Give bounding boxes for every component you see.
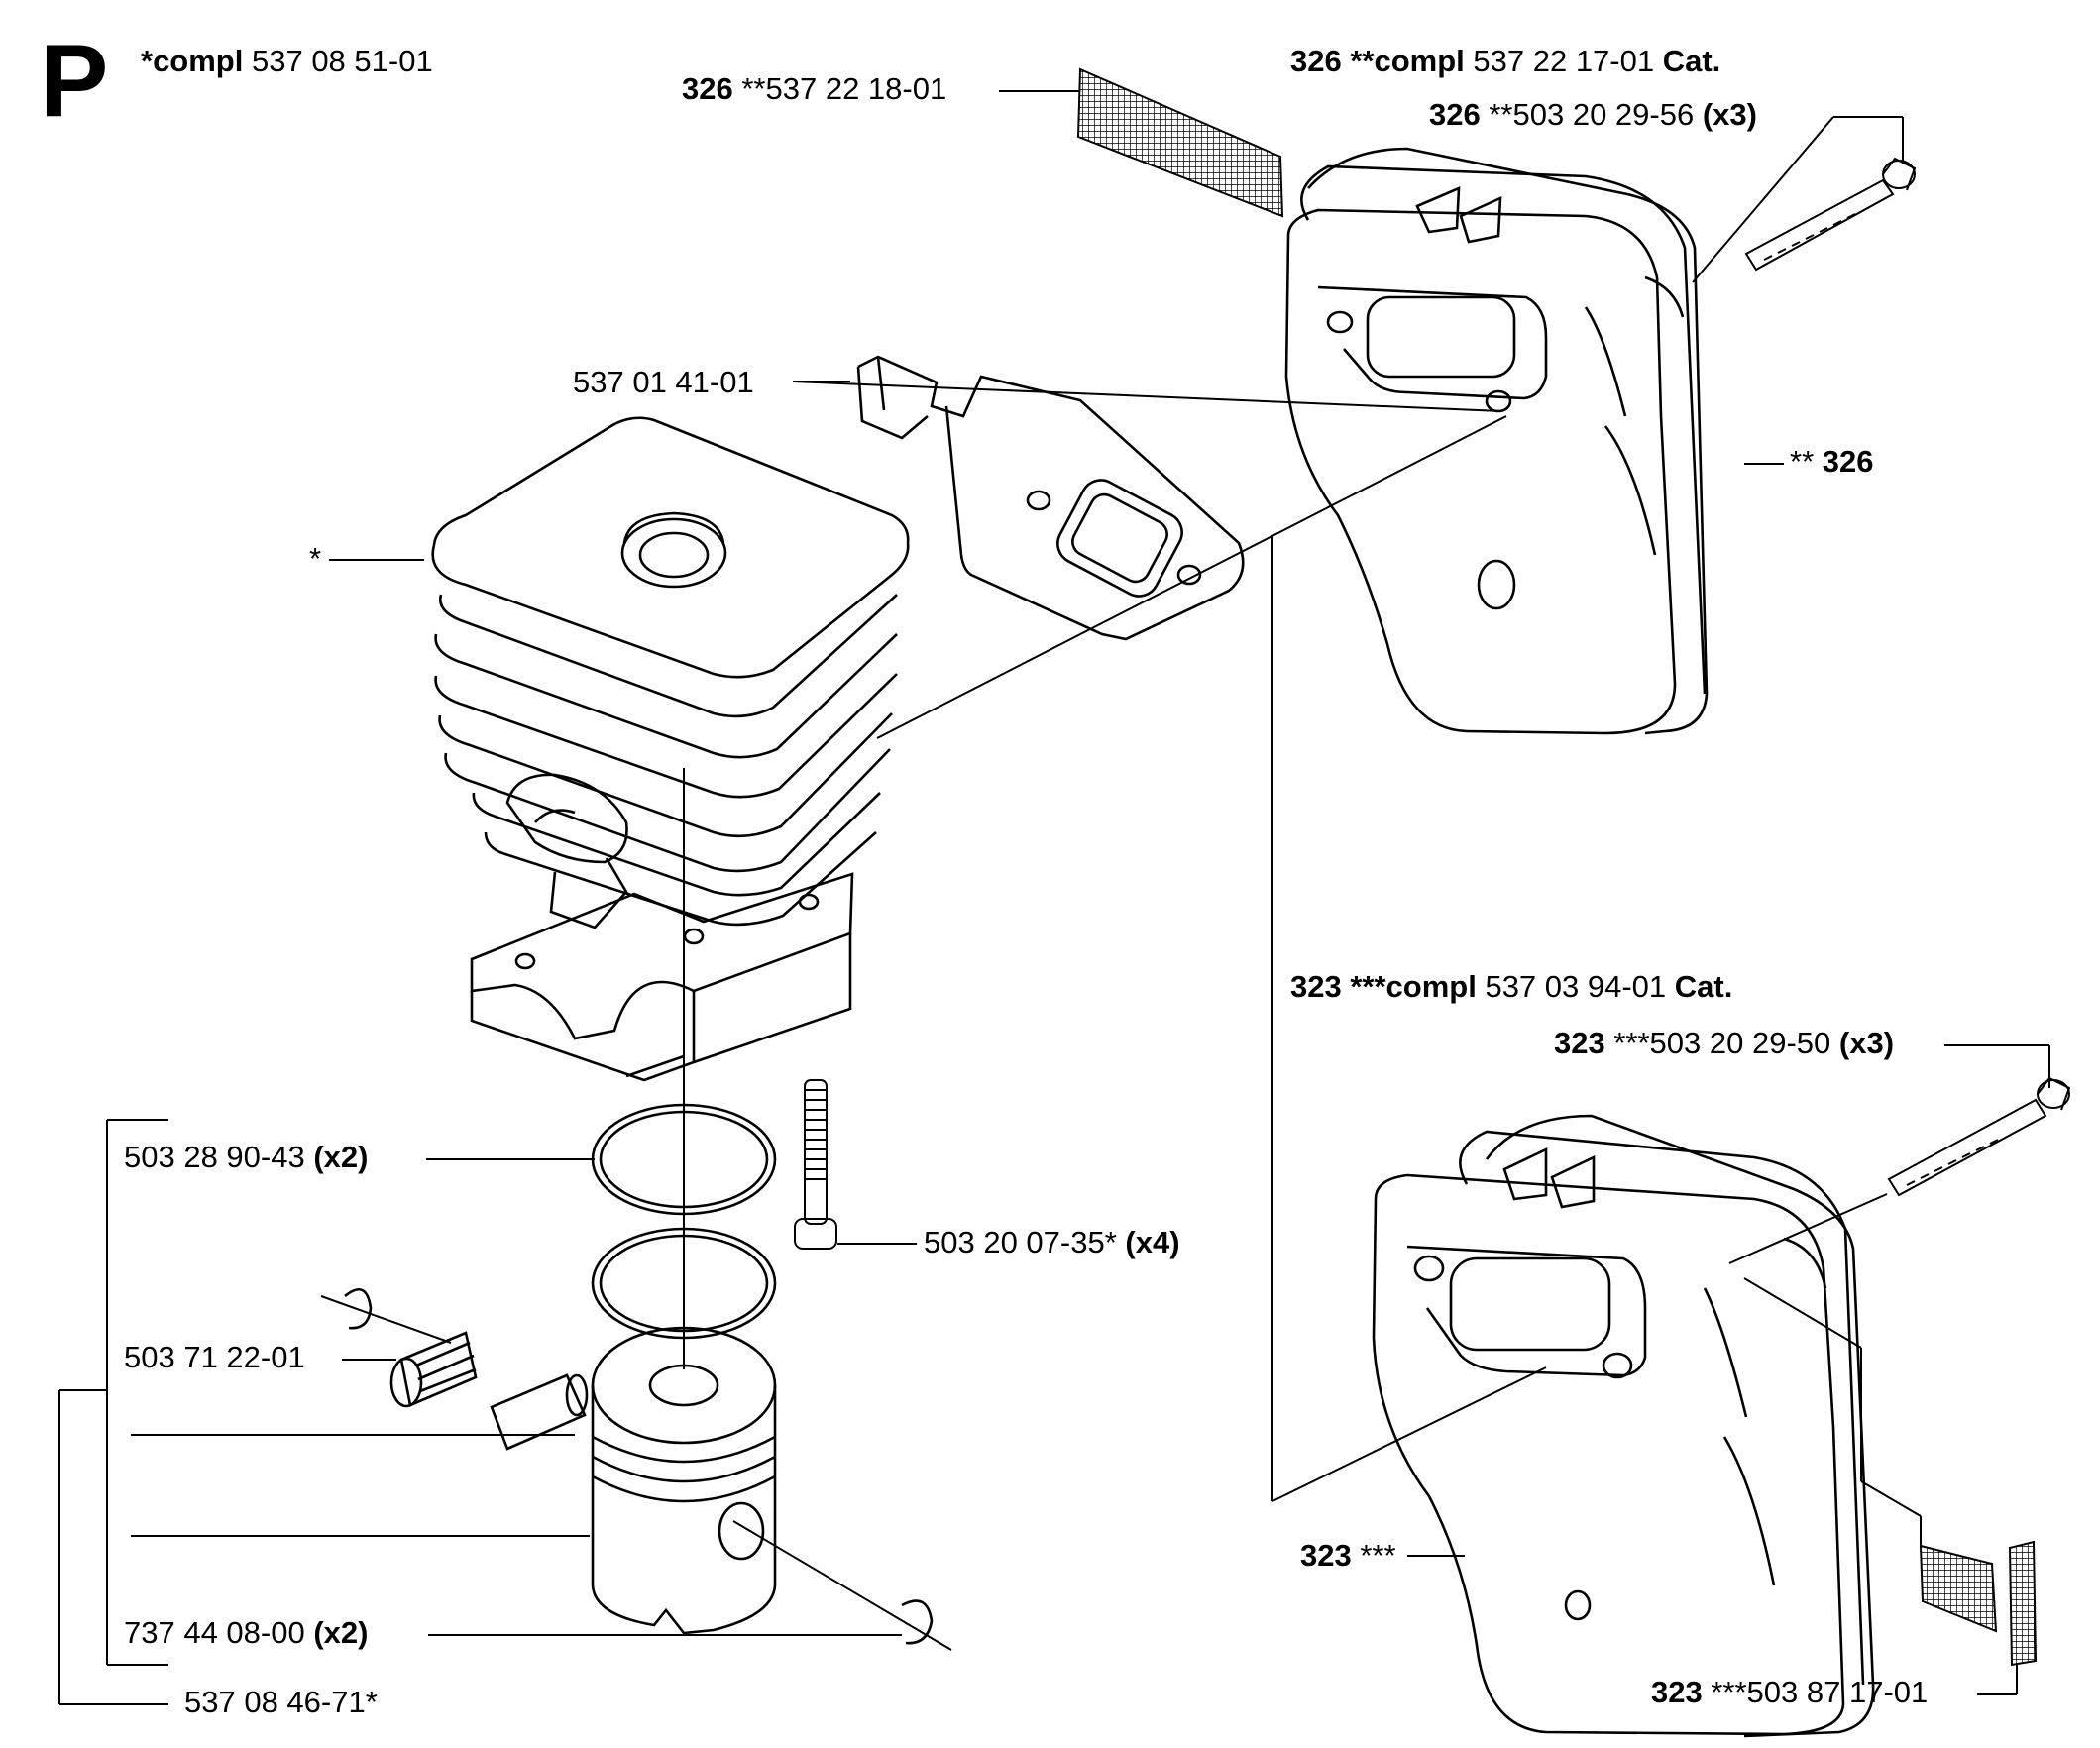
label-bolt-326: 326 **503 20 29-56 (x3) xyxy=(1429,97,1757,132)
section-letter: P xyxy=(40,24,109,139)
label-bolt-323: 323 ***503 20 29-50 (x3) xyxy=(1554,1026,1895,1060)
screen-323 xyxy=(1919,1540,2038,1667)
muffler-326 xyxy=(1284,147,1709,735)
label-screen-326: 326 **537 22 18-01 xyxy=(682,71,947,106)
cylinder xyxy=(431,416,910,1082)
piston-rings xyxy=(591,1103,777,1340)
label-screen-323: 323 ***503 87 17-01 xyxy=(1651,1675,1929,1709)
label-circlip: 737 44 08-00 (x2) xyxy=(124,1615,369,1650)
screen-326 xyxy=(1076,67,1284,218)
label-cylinder-screw: 503 20 07-35* (x4) xyxy=(924,1225,1180,1259)
piston xyxy=(591,1326,777,1635)
leader-lines xyxy=(58,90,2050,1705)
muffler-323 xyxy=(1372,1114,1875,1738)
label-cylinder-ref: * xyxy=(309,541,322,576)
label-muffler-326-compl: 326 **compl 537 22 17-01 Cat. xyxy=(1290,44,1721,78)
circlips xyxy=(344,1287,934,1645)
label-needle-bearing: 503 71 22-01 xyxy=(124,1340,305,1374)
bolt-326 xyxy=(1744,157,1917,272)
label-exhaust-gasket: 537 01 41-01 xyxy=(573,365,754,399)
label-muffler-323-compl: 323 ***compl 537 03 94-01 Cat. xyxy=(1290,969,1733,1004)
label-piston-kit: 537 08 46-71* xyxy=(184,1685,378,1719)
exhaust-gasket xyxy=(856,355,1245,641)
cylinder-screw xyxy=(794,1079,837,1250)
label-muffler-326: ** 326 xyxy=(1790,444,1874,479)
label-piston-ring: 503 28 90-43 (x2) xyxy=(124,1140,369,1174)
needle-bearing xyxy=(389,1331,589,1451)
label-cylinder-compl: *compl 537 08 51-01 xyxy=(141,44,433,78)
bolt-323 xyxy=(1887,1076,2071,1197)
label-muffler-323: 323 *** xyxy=(1300,1538,1396,1573)
